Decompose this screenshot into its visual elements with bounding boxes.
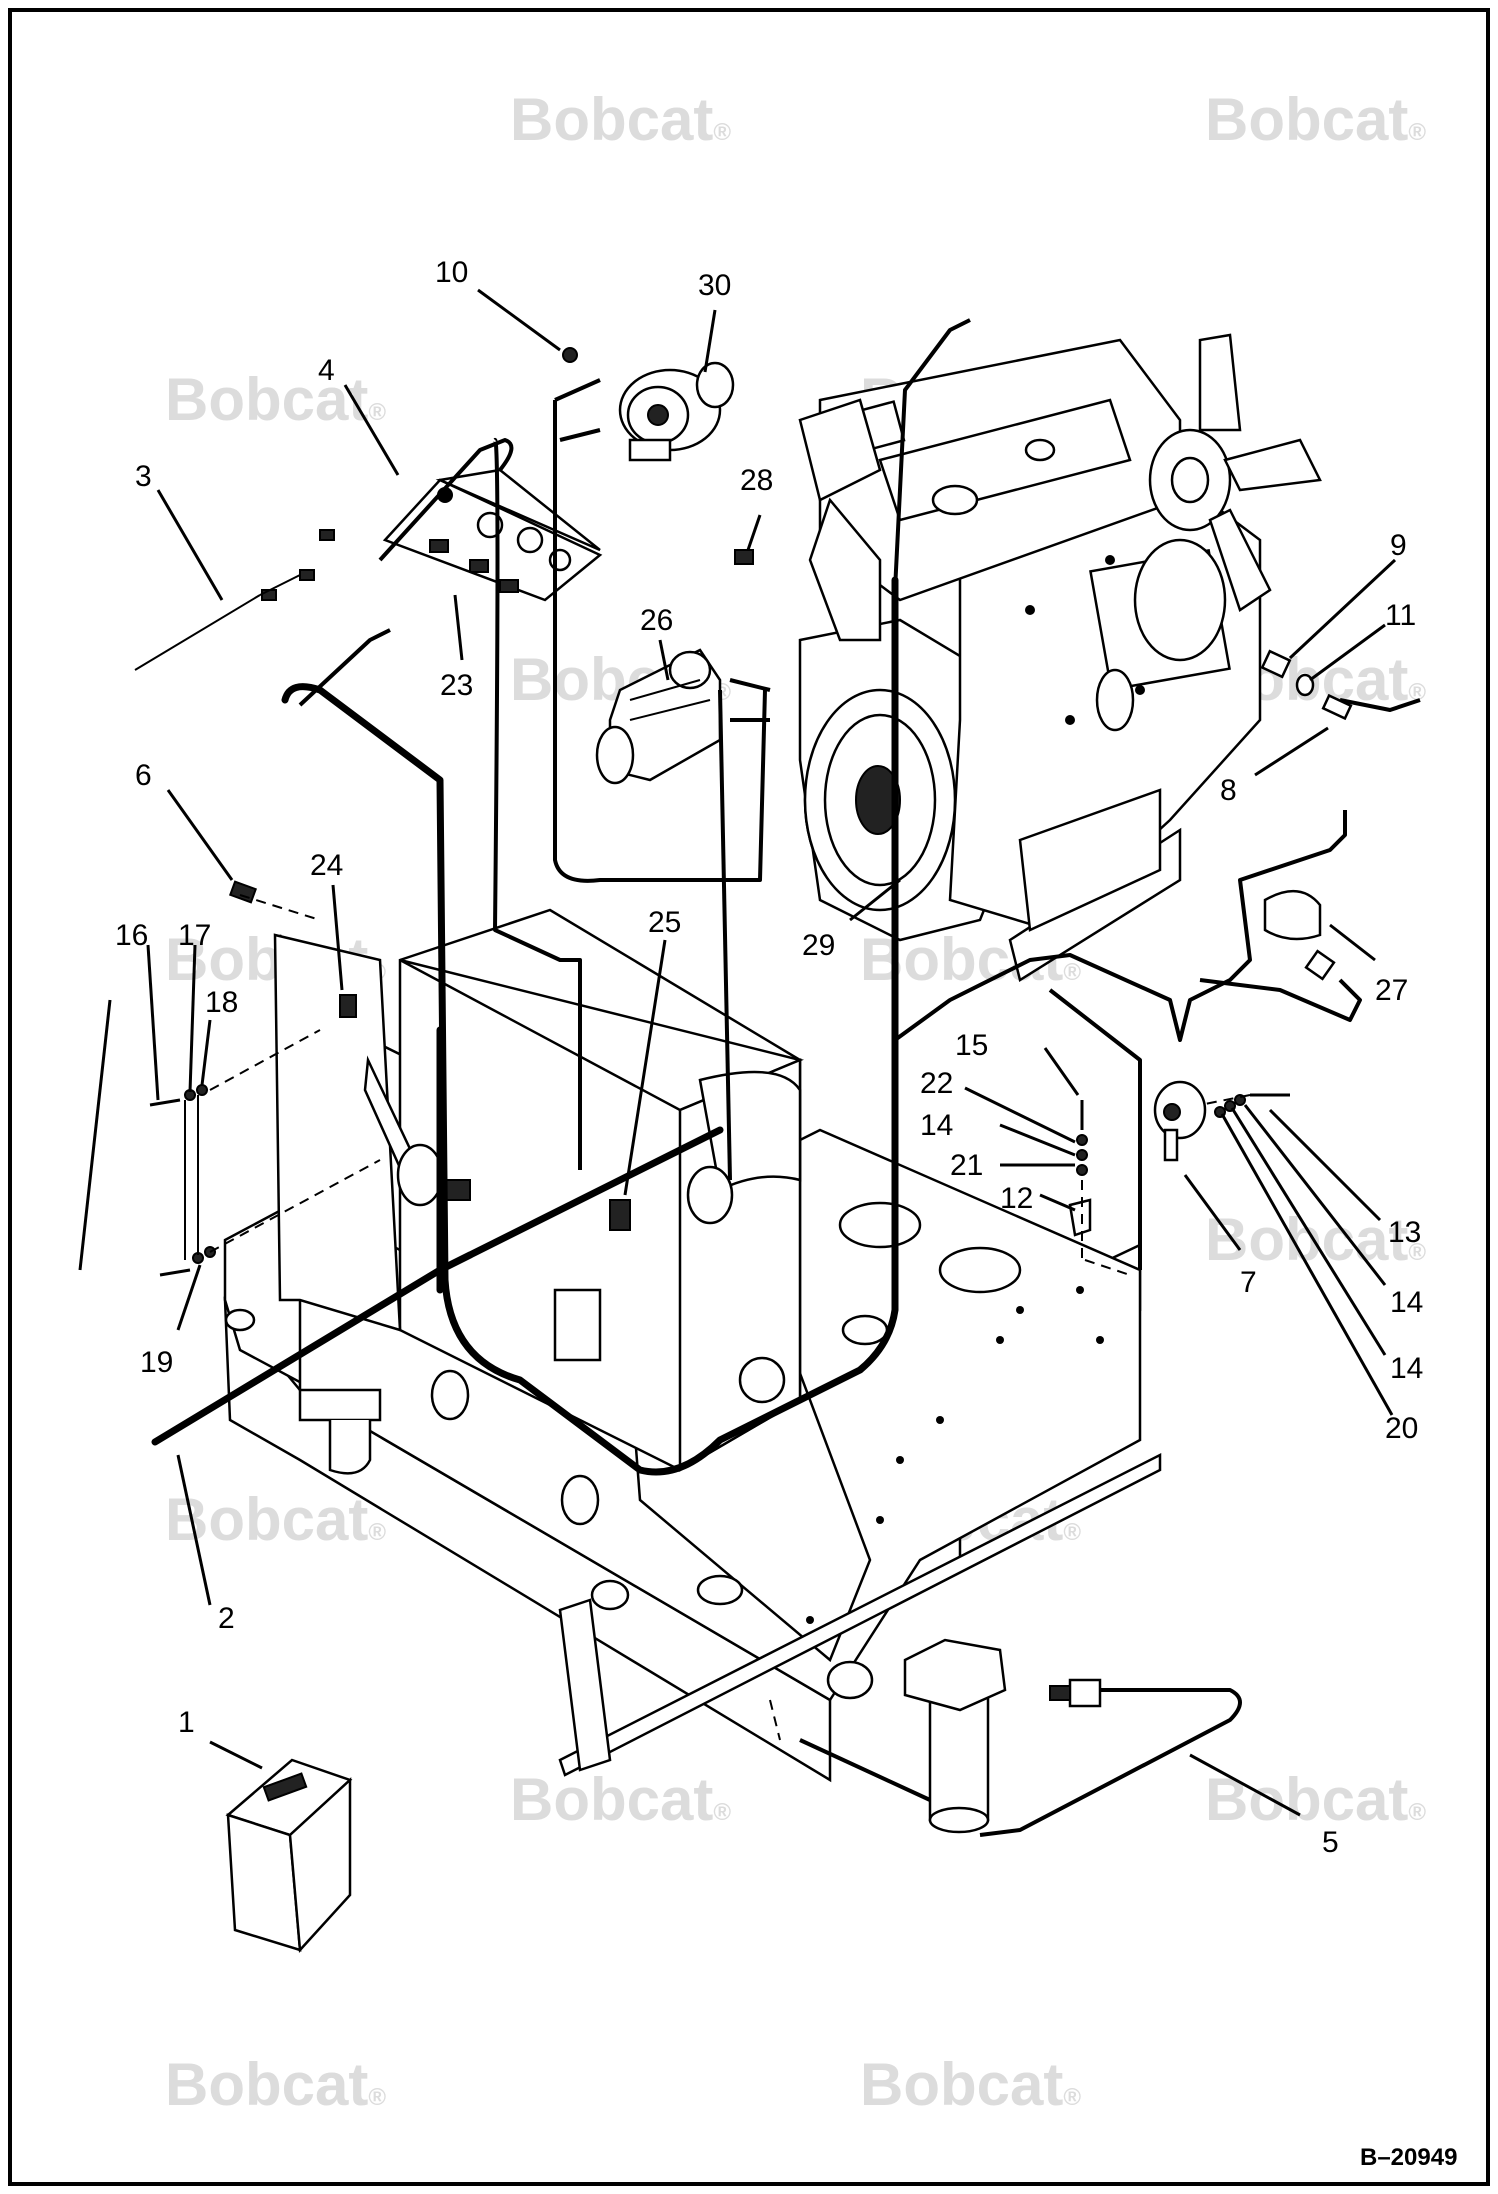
callout-27: 27 xyxy=(1375,974,1408,1007)
svg-text:Bobcat®: Bobcat® xyxy=(510,1766,731,1833)
callout-25: 25 xyxy=(648,906,681,939)
engine xyxy=(798,333,1322,982)
callout-29: 29 xyxy=(802,929,835,962)
callout-6: 6 xyxy=(135,759,152,792)
reference-code: B–20949 xyxy=(1360,2144,1457,2171)
callout-14b: 14 xyxy=(1390,1352,1423,1385)
callout-20: 20 xyxy=(1385,1412,1418,1445)
callout-16: 16 xyxy=(115,919,148,952)
callout-2: 2 xyxy=(218,1602,235,1635)
battery xyxy=(225,1758,353,1953)
watermark: Bobcat® xyxy=(1205,86,1426,153)
horn xyxy=(1153,1080,1207,1162)
callout-9: 9 xyxy=(1390,529,1407,562)
callout-19: 19 xyxy=(140,1346,173,1379)
callout-14c: 14 xyxy=(920,1109,953,1142)
callout-30: 30 xyxy=(698,269,731,302)
watermark: Bobcat® xyxy=(510,1766,731,1833)
callout-17: 17 xyxy=(178,919,211,952)
callout-11: 11 xyxy=(1385,599,1416,632)
svg-text:Bobcat®: Bobcat® xyxy=(860,2051,1081,2118)
callout-13: 13 xyxy=(1388,1216,1421,1249)
callout-24: 24 xyxy=(310,849,343,882)
alternator xyxy=(618,361,735,462)
watermark: Bobcat® xyxy=(510,86,731,153)
callout-8: 8 xyxy=(1220,774,1237,807)
svg-text:Bobcat®: Bobcat® xyxy=(510,86,731,153)
fuel-filter xyxy=(903,1638,1102,1834)
svg-text:Bobcat®: Bobcat® xyxy=(1205,86,1426,153)
hardware xyxy=(134,347,1353,1741)
svg-text:Bobcat®: Bobcat® xyxy=(165,1486,386,1553)
callouts: 1 2 3 4 5 6 7 8 9 10 11 12 13 14 14 14 1… xyxy=(115,256,1423,1859)
callout-28: 28 xyxy=(740,464,773,497)
callout-21: 21 xyxy=(950,1149,983,1182)
left-side-plate xyxy=(273,933,444,1475)
watermark: Bobcat® xyxy=(165,2051,386,2118)
svg-text:Bobcat®: Bobcat® xyxy=(165,366,386,433)
callout-23: 23 xyxy=(440,669,473,702)
callout-18: 18 xyxy=(205,986,238,1019)
callout-15: 15 xyxy=(955,1029,988,1062)
sender-27 xyxy=(1263,889,1336,981)
watermark: Bobcat® xyxy=(165,366,386,433)
callout-1: 1 xyxy=(178,1706,195,1739)
leader-lines xyxy=(78,288,1397,1817)
svg-text:Bobcat®: Bobcat® xyxy=(165,2051,386,2118)
instrument-panel xyxy=(382,468,603,602)
watermark: Bobcat® xyxy=(1205,1766,1426,1833)
callout-7: 7 xyxy=(1240,1266,1257,1299)
callout-12: 12 xyxy=(1000,1182,1033,1215)
watermark: Bobcat® xyxy=(860,2051,1081,2118)
watermark: Bobcat® xyxy=(165,1486,386,1553)
frame-border xyxy=(8,8,1490,2186)
callout-5: 5 xyxy=(1322,1826,1339,1859)
callout-3: 3 xyxy=(135,460,152,493)
wire-harnesses xyxy=(151,318,1421,1837)
starter-motor xyxy=(595,648,722,785)
callout-4: 4 xyxy=(318,354,335,387)
callout-22: 22 xyxy=(920,1067,953,1100)
callout-26: 26 xyxy=(640,604,673,637)
callout-14a: 14 xyxy=(1390,1286,1423,1319)
callout-10: 10 xyxy=(435,256,468,289)
svg-text:Bobcat®: Bobcat® xyxy=(1205,1766,1426,1833)
